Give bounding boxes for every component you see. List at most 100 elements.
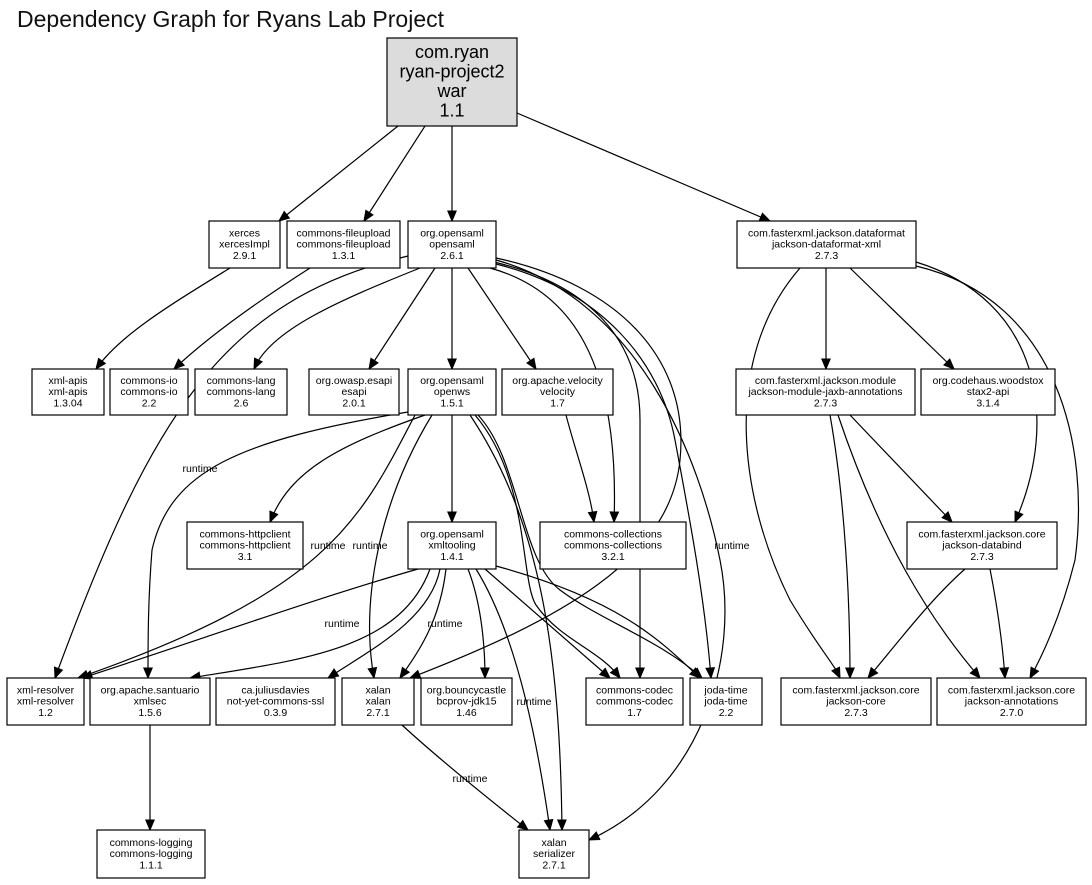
node-label-line: 1.1 — [439, 101, 464, 121]
node-box — [735, 368, 916, 416]
edge-opensaml-to-xmlresolver — [53, 255, 409, 680]
arrowhead — [526, 357, 537, 371]
arrowhead — [609, 511, 620, 524]
node-box — [906, 521, 1058, 570]
node-label-line: xalan — [365, 684, 390, 696]
arrowhead — [845, 667, 855, 680]
arrowhead — [277, 210, 291, 222]
node-label-line: commons-codec — [596, 684, 673, 696]
arrowhead — [635, 667, 645, 680]
edge-xmlsec-to-logging — [145, 725, 155, 832]
node-label-line: com.fasterxml.jackson.core — [948, 684, 1075, 696]
node-box — [501, 368, 614, 416]
node-label-line: 2.7.0 — [1000, 707, 1024, 719]
node-label-line: xalan — [365, 696, 390, 708]
arrowhead — [363, 209, 374, 223]
node-jxml[interactable]: com.fasterxml.jackson.dataformatjackson-… — [736, 220, 917, 269]
node-label-line: 2.0.1 — [342, 397, 366, 409]
edge-label-xmltooling-serializer: runtime — [516, 696, 551, 708]
arrowhead — [598, 667, 611, 679]
arrowhead — [943, 358, 955, 370]
node-label-line: bcprov-jdk15 — [436, 696, 496, 708]
node-label-line: 1.7 — [627, 707, 642, 719]
node-box — [96, 829, 206, 879]
node-box — [286, 220, 401, 269]
node-label-line: xml-apis — [48, 386, 87, 398]
arrowhead — [609, 666, 621, 680]
arrowhead — [821, 358, 831, 371]
node-fileupload[interactable]: commons-fileuploadcommons-fileupload1.3.… — [286, 220, 401, 269]
arrowhead — [587, 510, 598, 524]
node-label-line: 2.7.3 — [970, 551, 994, 563]
edge-root-to-fileupload — [363, 125, 426, 223]
edge-opensaml-to-collections — [489, 267, 620, 524]
node-label-line: xmltooling — [428, 540, 475, 552]
node-label-line: 2.7.3 — [815, 250, 839, 262]
node-label-line: 2.7.1 — [542, 859, 566, 871]
node-databind[interactable]: com.fasterxml.jackson.corejackson-databi… — [906, 521, 1058, 570]
arrowhead — [143, 667, 153, 680]
edge-databind-to-jcore — [867, 568, 966, 679]
arrowhead — [479, 667, 490, 680]
node-label-line: xalan — [541, 837, 566, 849]
edge-label-openws-xmlresolver: runtime — [310, 540, 345, 552]
node-label-line: commons-collections — [564, 528, 662, 540]
node-label-line: 2.7.3 — [844, 707, 868, 719]
node-label-line: commons-lang — [207, 375, 276, 387]
edge-xmltooling-to-serializer — [475, 568, 554, 832]
node-box — [689, 677, 763, 726]
arrowhead — [447, 210, 457, 223]
node-label-line: 2.6.1 — [440, 250, 464, 262]
node-box — [920, 368, 1056, 416]
node-jaxb[interactable]: com.fasterxml.jackson.modulejackson-modu… — [735, 368, 916, 416]
node-label-line: serializer — [533, 848, 576, 860]
node-label-line: commons-logging — [110, 848, 193, 860]
node-box — [194, 368, 288, 416]
edge-opensaml-to-openws — [447, 268, 457, 371]
node-box — [308, 368, 400, 416]
node-label-line: 3.1.4 — [976, 397, 1000, 409]
node-box — [341, 677, 415, 726]
arrowhead — [53, 666, 64, 680]
node-box — [736, 220, 917, 269]
node-label-line: 1.5.1 — [440, 397, 464, 409]
arrowhead — [999, 667, 1010, 680]
node-collections[interactable]: commons-collectionscommons-collections3.… — [539, 521, 687, 570]
node-label-line: commons-io — [120, 375, 177, 387]
edge-jaxb-to-databind — [849, 414, 953, 523]
node-label-line: org.owasp.esapi — [316, 375, 392, 387]
node-jann[interactable]: com.fasterxml.jackson.corejackson-annota… — [936, 677, 1087, 726]
node-label-line: 3.1 — [238, 551, 253, 563]
edge-databind-to-jann — [989, 568, 1010, 680]
node-jcore[interactable]: com.fasterxml.jackson.corejackson-core2.… — [780, 677, 932, 726]
node-label-line: 1.5.6 — [138, 707, 162, 719]
arrowhead — [867, 666, 879, 679]
node-box — [31, 368, 105, 416]
node-label-line: org.apache.velocity — [512, 375, 603, 387]
edge-root-to-opensaml — [447, 126, 457, 223]
edge-openws-to-xalan — [367, 414, 433, 680]
edge-jaxb-to-jcore — [829, 414, 855, 680]
